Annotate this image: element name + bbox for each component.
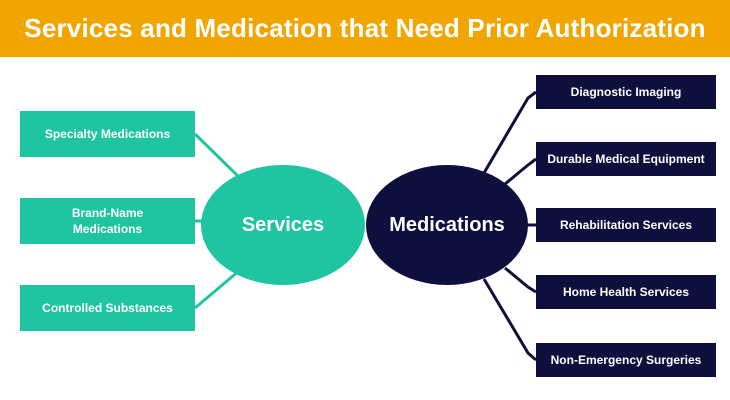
medications-item-label: Home Health Services — [562, 285, 690, 299]
medications-item-non-emergency-surgeries: Non-Emergency Surgeries — [536, 343, 716, 377]
services-item-controlled-substances: Controlled Substances — [20, 285, 195, 331]
connector-durable — [504, 157, 537, 186]
medications-item-label: Non-Emergency Surgeries — [550, 353, 702, 367]
connector-controlled — [194, 268, 241, 310]
medications-item-label: Durable Medical Equipment — [547, 152, 705, 166]
medications-node-label: Medications — [389, 213, 505, 236]
medications-item-durable-medical-equipment: Durable Medical Equipment — [536, 142, 716, 176]
services-node-label: Services — [241, 213, 325, 236]
connector-specialty — [193, 132, 244, 182]
services-node: Services — [201, 165, 365, 285]
services-item-specialty-medications: Specialty Medications — [20, 111, 195, 157]
connector-home-health — [504, 266, 537, 294]
medications-item-label: Rehabilitation Services — [559, 218, 693, 232]
connector-diagnostic — [482, 90, 537, 174]
services-item-label: Brand-Name Medications — [71, 206, 144, 236]
connector-non-emergency — [482, 278, 537, 362]
page-title: Services and Medication that Need Prior … — [24, 13, 706, 43]
services-item-label: Controlled Substances — [42, 301, 173, 315]
services-item-brand-name-medications: Brand-Name Medications — [20, 198, 195, 244]
medications-node: Medications — [366, 165, 528, 285]
medications-item-diagnostic-imaging: Diagnostic Imaging — [536, 75, 716, 109]
medications-item-home-health-services: Home Health Services — [536, 275, 716, 309]
services-item-label: Specialty Medications — [44, 127, 171, 141]
medications-item-rehabilitation-services: Rehabilitation Services — [536, 208, 716, 242]
title-banner: Services and Medication that Need Prior … — [0, 0, 730, 57]
medications-item-label: Diagnostic Imaging — [570, 85, 682, 99]
